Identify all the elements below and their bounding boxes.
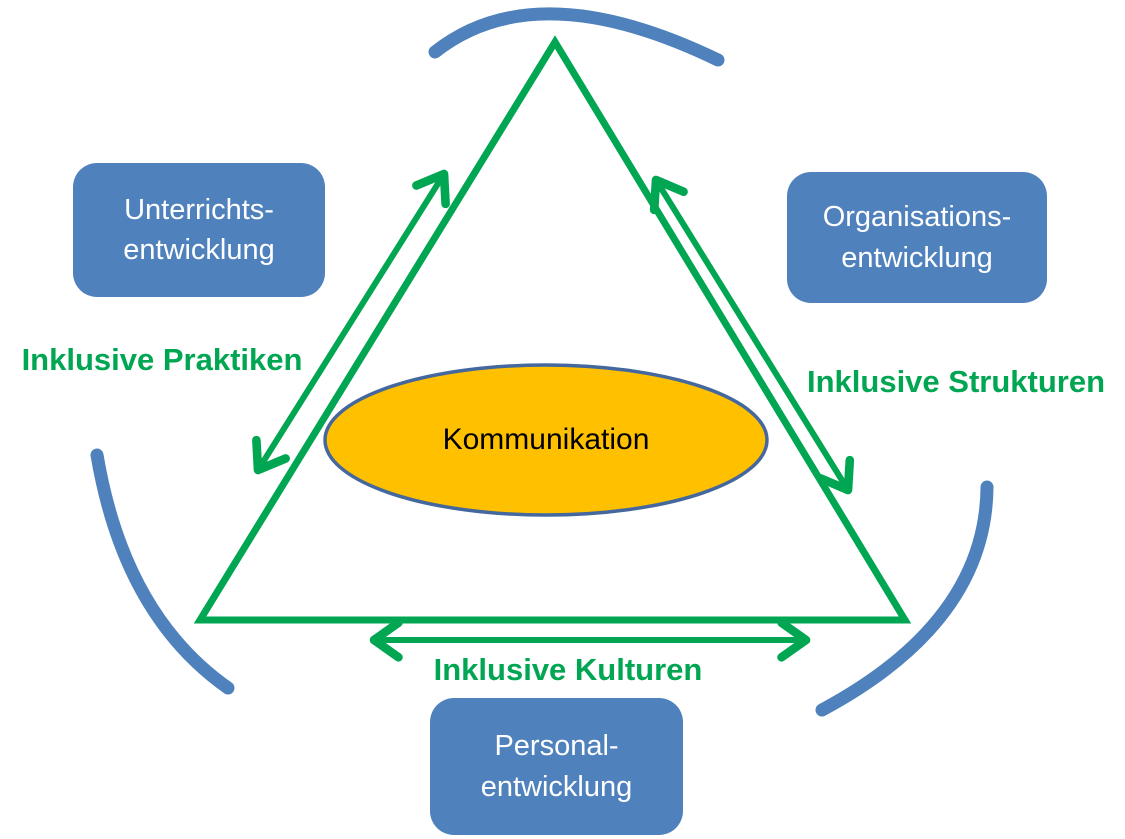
node-label-line: entwicklung	[841, 241, 993, 274]
edge-label-inklusive-praktiken: Inklusive Praktiken	[21, 342, 303, 377]
node-unterrichtsentwicklung: Unterrichts- entwicklung	[73, 163, 325, 297]
left-double-arrow	[252, 169, 450, 475]
edge-label-inklusive-strukturen: Inklusive Strukturen	[806, 364, 1106, 399]
top-arc	[428, 7, 725, 67]
bottom-left-arc	[90, 448, 235, 695]
kommunikation-label: Kommunikation	[442, 423, 650, 456]
node-label-line: entwicklung	[480, 770, 633, 803]
node-label-line: entwicklung	[123, 234, 275, 266]
right-double-arrow	[649, 175, 855, 495]
node-personalentwicklung: Personal- entwicklung	[430, 698, 683, 835]
node-organisationsentwicklung: Organisations- entwicklung	[787, 172, 1047, 303]
node-label-line: Unterrichts-	[124, 193, 274, 226]
kommunikation-ellipse	[323, 363, 769, 517]
node-label-line: Organisations-	[822, 201, 1012, 234]
bottom-right-arc	[815, 480, 994, 717]
triangle-outline	[193, 35, 912, 624]
node-label-line: Personal-	[494, 730, 619, 763]
edge-label-inklusive-kulturen: Inklusive Kulturen	[433, 652, 703, 687]
